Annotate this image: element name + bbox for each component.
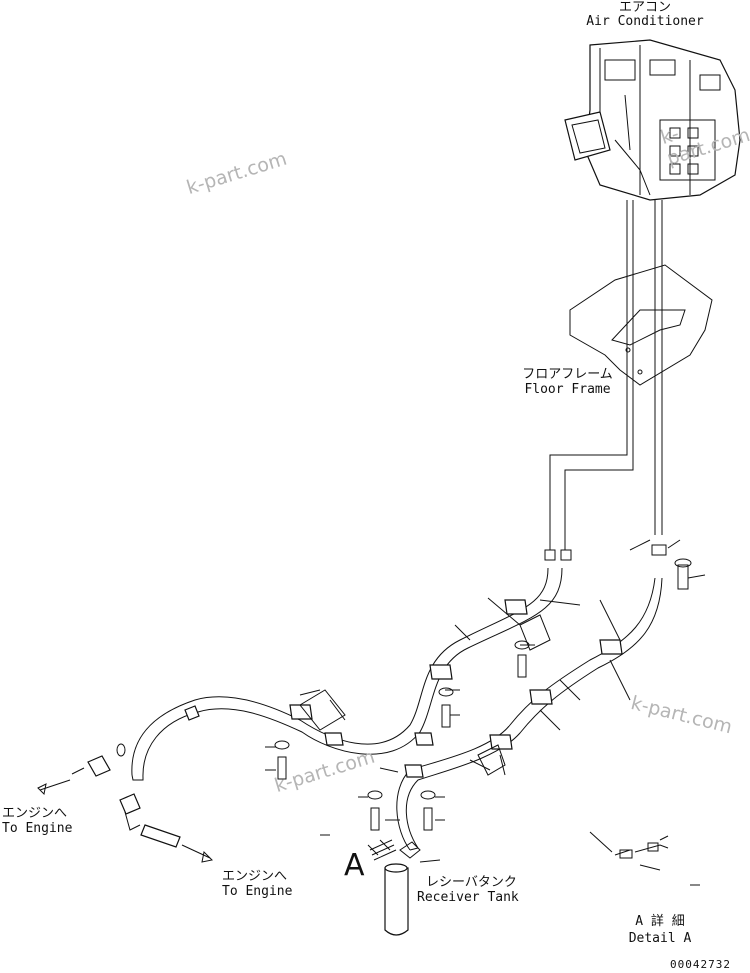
air-conditioner-label-en: Air Conditioner — [586, 14, 704, 29]
floor-frame-plate — [569, 264, 713, 386]
receiver-tank-label-en: Receiver Tank — [417, 890, 519, 905]
engine-fittings — [37, 743, 214, 863]
hose-run-2 — [396, 577, 663, 851]
to-engine-label-1-en: To Engine — [2, 821, 73, 836]
detail-a-label-jp: A 詳 細 — [635, 914, 685, 929]
receiver-tank — [384, 841, 421, 936]
floor-frame-label-en: Floor Frame — [524, 382, 611, 397]
air-conditioner-label-jp: エアコン — [618, 0, 671, 15]
vertical-pipes — [549, 200, 663, 550]
part-id: 00042732 — [670, 958, 731, 971]
hose-fittings — [544, 544, 667, 561]
leader-lines — [265, 539, 706, 886]
detail-a-drawing — [589, 831, 669, 859]
view-letter-a: A — [344, 848, 365, 883]
hose-clamps — [184, 599, 623, 778]
to-engine-label-2-jp: エンジンへ — [222, 869, 288, 884]
view-arrow-a — [367, 839, 397, 861]
detail-a-label-en: Detail A — [628, 931, 692, 946]
to-engine-label-1-jp: エンジンへ — [2, 806, 68, 821]
receiver-tank-label-jp: レシーバタンク — [426, 875, 517, 890]
to-engine-label-2-en: To Engine — [222, 884, 293, 899]
air-conditioner-unit — [564, 39, 741, 201]
bolts-washers — [274, 558, 692, 831]
floor-frame-label-jp: フロアフレーム — [522, 367, 613, 382]
